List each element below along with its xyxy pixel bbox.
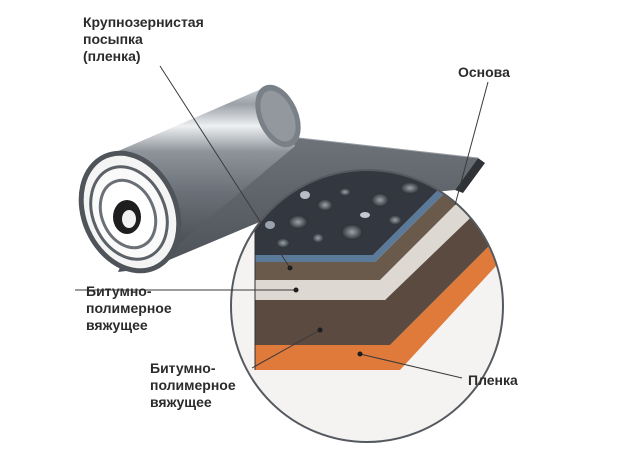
label-binder-upper: Битумно- полимерное вяжущее: [86, 283, 172, 333]
binder-layer-upper: [255, 170, 503, 280]
leader-binder-lower: [251, 329, 321, 369]
label-film: Пленка: [468, 372, 518, 388]
magnified-cross-section: [230, 169, 504, 443]
leader-lines: [75, 65, 489, 379]
leader-coarse-sprinkle: [159, 65, 291, 269]
label-binder-lower: Битумно- полимерное вяжущее: [150, 360, 236, 410]
label-base: Основа: [458, 64, 510, 80]
label-coarse-sprinkle: Крупнозернистая посыпка (пленка): [83, 14, 204, 64]
film-layer: [255, 215, 503, 370]
base-layer: [255, 170, 503, 300]
sprinkle-layer: [255, 170, 503, 255]
leader-film: [359, 353, 463, 379]
leader-base: [454, 81, 489, 206]
roll-end-face: [78, 150, 182, 274]
binder-layer-lower: [255, 170, 503, 345]
gravel-granules: [265, 182, 420, 248]
